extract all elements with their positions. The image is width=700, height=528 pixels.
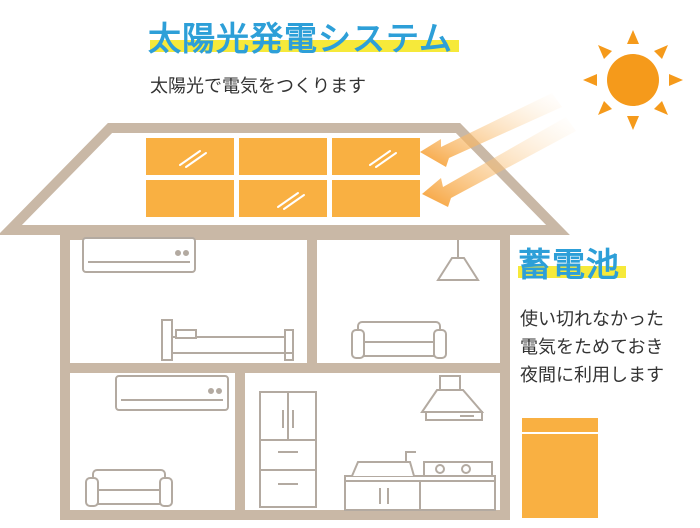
sofa-icon xyxy=(351,321,447,359)
battery-description-line: 夜間に利用します xyxy=(520,365,664,386)
solar-panel-icon xyxy=(146,138,420,217)
solar-title: 太陽光発電システム xyxy=(148,12,460,58)
kitchen-sink-icon xyxy=(344,451,496,511)
battery-description: 使い切れなかった 電気をためておき 夜間に利用します xyxy=(520,306,664,390)
pendant-lamp-icon xyxy=(436,240,480,281)
battery-icon xyxy=(522,418,598,518)
air-conditioner-icon xyxy=(82,237,196,273)
battery-title-text: 蓄電池 xyxy=(518,245,620,284)
solar-title-text: 太陽光発電システム xyxy=(148,19,454,58)
battery-description-line: 電気をためておき xyxy=(520,337,664,358)
bed-icon xyxy=(161,319,294,361)
solar-title-highlight xyxy=(150,40,460,52)
solar-subtitle: 太陽光で電気をつくります xyxy=(150,76,366,97)
battery-title: 蓄電池 xyxy=(518,238,626,284)
air-conditioner-icon xyxy=(115,375,229,411)
range-hood-icon xyxy=(420,375,485,421)
house-body xyxy=(60,230,510,520)
battery-title-highlight xyxy=(518,266,626,278)
refrigerator-icon xyxy=(259,391,317,508)
battery-description-line: 使い切れなかった xyxy=(520,309,664,330)
sun-icon xyxy=(583,30,683,130)
house-frame xyxy=(0,123,570,520)
sunlight-arrow-icon xyxy=(420,93,576,207)
sofa-icon xyxy=(85,469,173,507)
